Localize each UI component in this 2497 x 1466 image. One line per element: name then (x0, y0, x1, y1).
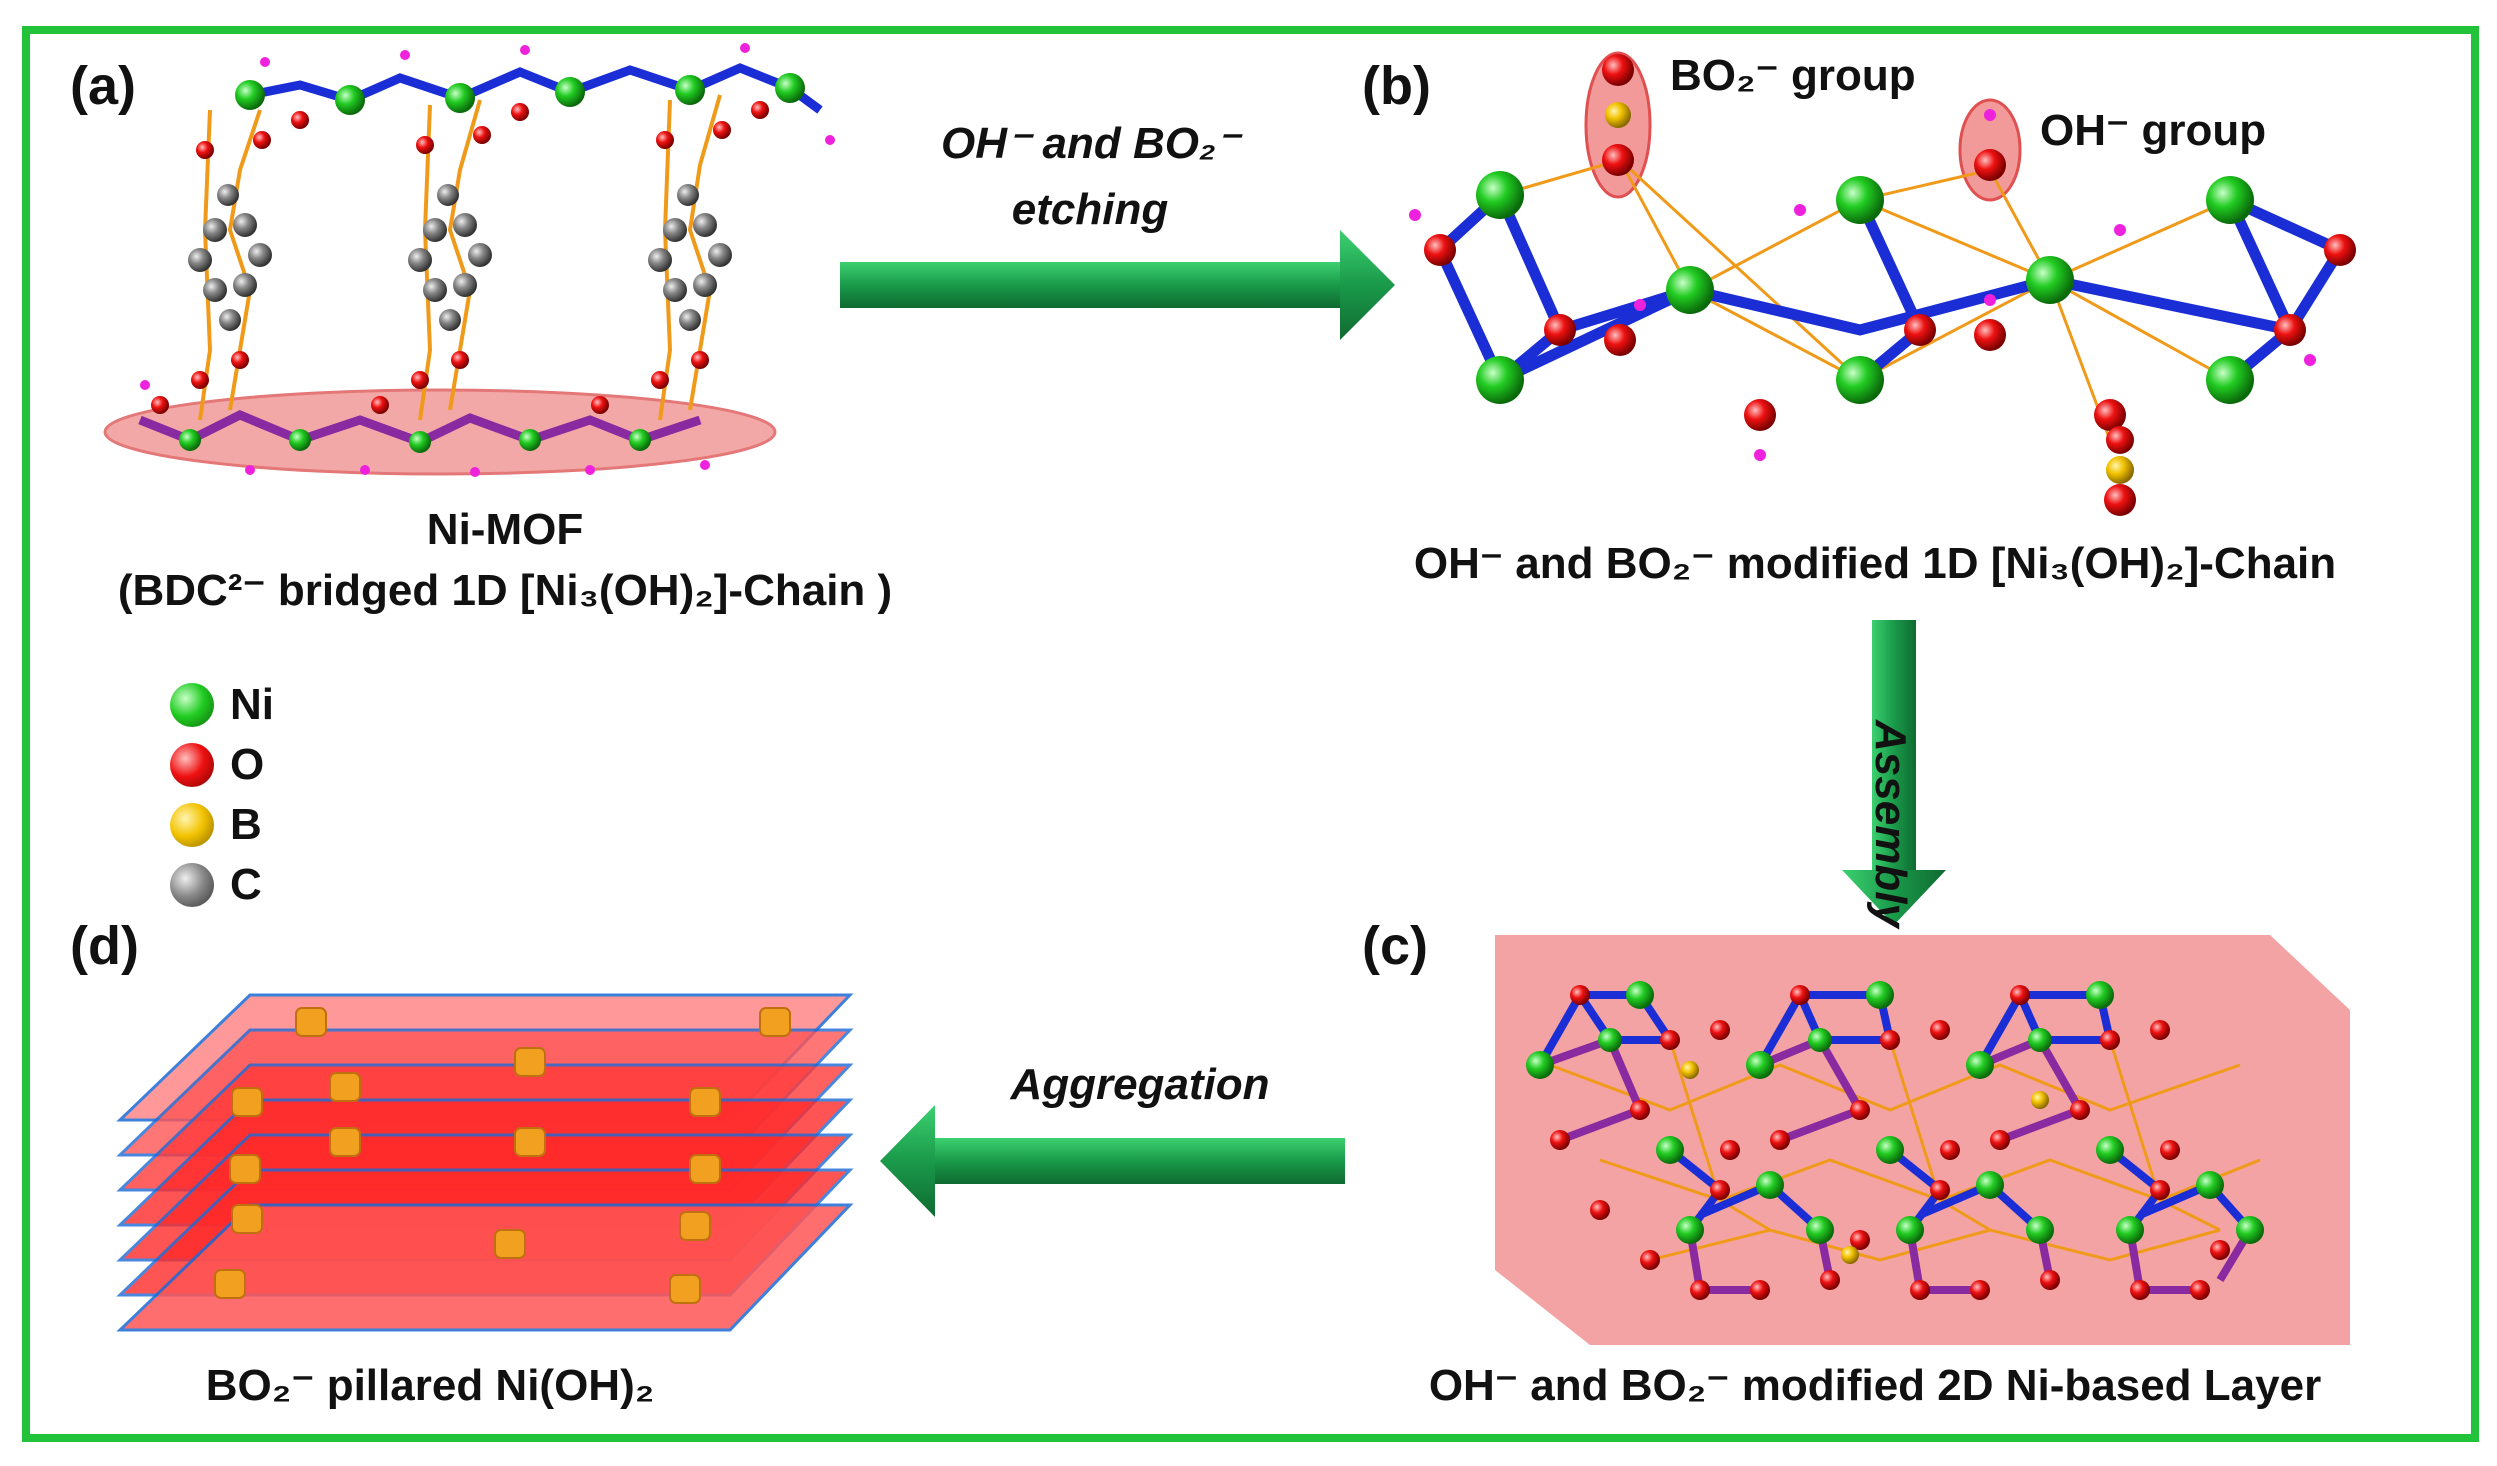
legend-item-c: C (170, 860, 262, 910)
figure-border (22, 26, 2479, 1442)
hydrogen-atoms (140, 43, 835, 477)
oxygen-atoms (151, 101, 769, 414)
panel-label-a: (a) (70, 56, 136, 116)
etching-arrow (840, 230, 1395, 340)
panel-d-structure (116, 993, 854, 1332)
b-oxygen-atoms (1424, 54, 2356, 516)
c-swatch (170, 863, 214, 907)
assembly-arrow (1842, 620, 1946, 925)
panel-label-c: (c) (1362, 916, 1428, 976)
c-oxygen-atoms (1550, 985, 2230, 1300)
assembly-label: Assembly (1866, 720, 1915, 928)
b-boron-atoms (1605, 102, 2134, 484)
caption-c: OH⁻ and BO₂⁻ modified 2D Ni-based Layer (1428, 1361, 2322, 1410)
legend-label-b: B (230, 800, 262, 849)
bo2-pillars (214, 1007, 791, 1304)
c-nickel-atoms (1526, 981, 2264, 1244)
legend-item-b: B (170, 800, 262, 850)
bdc-linkers (198, 94, 722, 421)
o-swatch (170, 743, 214, 787)
legend-label-c: C (230, 860, 262, 909)
aggregation-label: Aggregation (1010, 1060, 1270, 1109)
caption-a-line2: (BDC²⁻ bridged 1D [Ni₃(OH)₂]-Chain ) (117, 566, 893, 615)
oh-group-callout: OH⁻ group (2040, 106, 2267, 155)
panel-label-b: (b) (1362, 56, 1431, 116)
caption-a-line1: Ni-MOF (426, 505, 584, 554)
panel-a-structure (103, 43, 835, 477)
legend-label-ni: Ni (230, 680, 274, 729)
b-nickel-atoms (1476, 171, 2254, 404)
panel-c-structure (1495, 935, 2350, 1345)
legend-item-ni: Ni (170, 680, 274, 730)
etching-label-line1: OH⁻ and BO₂⁻ (941, 119, 1239, 168)
carbon-atoms (188, 184, 732, 331)
c-boron-atoms (1681, 1061, 2049, 1264)
ni-swatch (170, 683, 214, 727)
panel-b-structure (1409, 51, 2356, 516)
aggregation-arrow (880, 1105, 1345, 1217)
b-swatch (170, 803, 214, 847)
caption-b: OH⁻ and BO₂⁻ modified 1D [Ni₃(OH)₂]-Chai… (1413, 539, 2337, 588)
caption-d: BO₂⁻ pillared Ni(OH)₂ (205, 1361, 655, 1410)
legend-label-o: O (230, 740, 265, 789)
etching-label-line2: etching (1011, 185, 1169, 234)
bo2-group-callout: BO₂⁻ group (1670, 51, 1916, 100)
legend-item-o: O (170, 740, 264, 790)
panel-label-d: (d) (70, 916, 139, 976)
nickel-atoms (179, 73, 805, 453)
